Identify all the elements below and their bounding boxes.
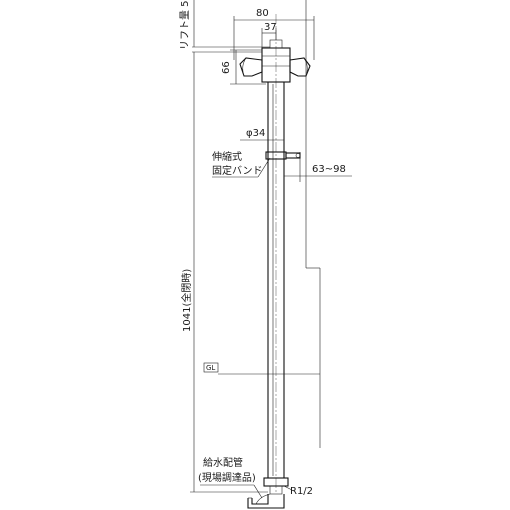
supply-label-line1: 給水配管: [203, 456, 243, 469]
ground-line: [203, 362, 320, 375]
fixing-band: [265, 151, 301, 182]
total-height-dimension: 1041(全閉時): [180, 269, 193, 332]
supply-leader-diag: [253, 484, 263, 499]
dim-37-lines: [261, 28, 277, 48]
band-leader-diag: [257, 157, 271, 178]
supply-pipe: [247, 477, 289, 509]
dim-80-lines: [233, 16, 315, 60]
ground-label: GL: [206, 364, 215, 372]
supply-label-line2: (現場調達品): [198, 471, 256, 484]
band-label-line2: 固定バンド: [212, 164, 263, 177]
faucet-head: [239, 39, 311, 83]
width-half-dimension: 37: [264, 22, 277, 33]
wall-outline: [305, 0, 321, 448]
lift-dimension: リフト量 5: [179, 0, 191, 50]
lift-reference: [192, 0, 270, 53]
thread-dimension: R1/2: [290, 486, 313, 497]
thread-leader: [283, 485, 293, 491]
band-range-dimension: 63~98: [312, 164, 346, 175]
width-total-dimension: 80: [256, 8, 269, 19]
dim-1041-lines: [190, 52, 268, 493]
pipe-diameter-dimension: φ34: [246, 128, 265, 139]
main-pipe: [267, 82, 285, 478]
band-label-line1: 伸縮式: [212, 150, 242, 163]
height-head-dimension: 66: [221, 61, 232, 74]
dim-66-lines: [230, 49, 266, 85]
